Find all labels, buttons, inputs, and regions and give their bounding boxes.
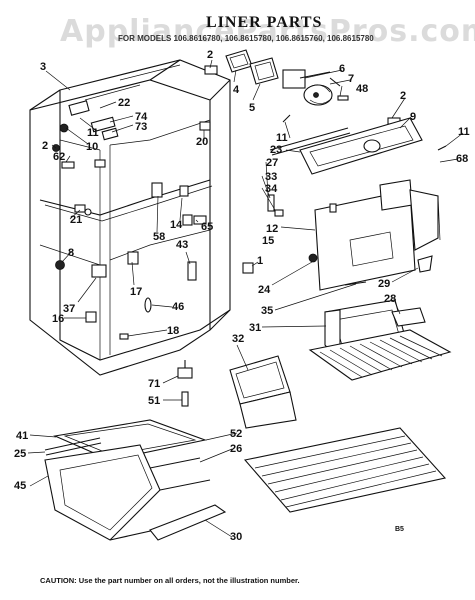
callouts: 3 2 4 5 6 7 48 22 74 73 11 10 2 62 20 2 … bbox=[14, 49, 470, 543]
callout-11: 11 bbox=[87, 127, 99, 139]
callout-14: 14 bbox=[170, 219, 183, 231]
callout-28: 28 bbox=[384, 293, 396, 305]
callout-25: 25 bbox=[14, 448, 26, 460]
crisper-bin bbox=[229, 355, 297, 429]
callout-45: 45 bbox=[14, 480, 26, 492]
callout-68: 68 bbox=[456, 153, 468, 165]
callout-24: 24 bbox=[258, 284, 271, 296]
callout-46: 46 bbox=[172, 301, 184, 313]
callout-31: 31 bbox=[249, 322, 261, 334]
callout-35: 35 bbox=[261, 305, 273, 317]
leader-lines bbox=[27, 59, 464, 538]
callout-34: 34 bbox=[265, 183, 278, 195]
callout-10: 10 bbox=[86, 141, 98, 153]
callout-11-b: 11 bbox=[458, 126, 470, 138]
callout-5: 5 bbox=[249, 102, 255, 114]
callout-30: 30 bbox=[230, 531, 242, 543]
callout-37: 37 bbox=[63, 303, 75, 315]
callout-18: 18 bbox=[167, 325, 179, 337]
callout-17: 17 bbox=[130, 286, 142, 298]
callout-12: 12 bbox=[266, 223, 278, 235]
callout-20: 20 bbox=[196, 136, 208, 148]
wire-shelf bbox=[243, 427, 447, 513]
callout-7: 7 bbox=[348, 73, 354, 85]
callout-62: 62 bbox=[53, 151, 65, 163]
callout-3: 3 bbox=[40, 61, 46, 73]
callout-33: 33 bbox=[265, 171, 277, 183]
callout-2-b: 2 bbox=[42, 140, 48, 152]
callout-4: 4 bbox=[233, 84, 240, 96]
cabinet-fittings bbox=[52, 100, 211, 340]
glass-shelf bbox=[44, 419, 207, 471]
callout-9: 9 bbox=[410, 111, 416, 123]
callout-26: 26 bbox=[230, 443, 242, 455]
crisper-drawer bbox=[44, 444, 211, 541]
caution-note: CAUTION: Use the part number on all orde… bbox=[40, 576, 300, 585]
evaporator-cover bbox=[242, 179, 441, 291]
model-numbers: FOR MODELS 106.8616780, 106.8615780, 106… bbox=[118, 34, 374, 43]
lower-hardware bbox=[177, 360, 193, 407]
callout-32: 32 bbox=[232, 333, 244, 345]
callout-8: 8 bbox=[68, 247, 74, 259]
crisper-cover bbox=[149, 504, 227, 541]
callout-51: 51 bbox=[148, 395, 160, 407]
callout-58: 58 bbox=[153, 231, 165, 243]
callout-48: 48 bbox=[356, 83, 368, 95]
callout-21: 21 bbox=[70, 214, 82, 226]
callout-74: 74 bbox=[135, 111, 148, 123]
callout-22: 22 bbox=[118, 97, 130, 109]
figure-code: B5 bbox=[395, 526, 404, 533]
callout-71: 71 bbox=[148, 378, 160, 390]
callout-29: 29 bbox=[378, 278, 390, 290]
callout-15: 15 bbox=[262, 235, 274, 247]
callout-2-c: 2 bbox=[400, 90, 406, 102]
callout-16: 16 bbox=[52, 313, 64, 325]
top-components bbox=[204, 49, 447, 175]
diagram-title: LINER PARTS bbox=[206, 14, 323, 31]
callout-11-c: 11 bbox=[276, 132, 288, 144]
callout-73: 73 bbox=[135, 121, 147, 133]
callout-2: 2 bbox=[207, 49, 213, 61]
freezer-basket bbox=[308, 299, 452, 381]
callout-52: 52 bbox=[230, 428, 242, 440]
callout-1: 1 bbox=[257, 255, 263, 267]
callout-6: 6 bbox=[339, 63, 345, 75]
callout-41: 41 bbox=[16, 430, 28, 442]
callout-23: 23 bbox=[270, 144, 282, 156]
watermark: AppliancePartsPros.com bbox=[60, 14, 475, 49]
callout-65: 65 bbox=[201, 221, 213, 233]
callout-43: 43 bbox=[176, 239, 188, 251]
callout-27: 27 bbox=[266, 157, 278, 169]
